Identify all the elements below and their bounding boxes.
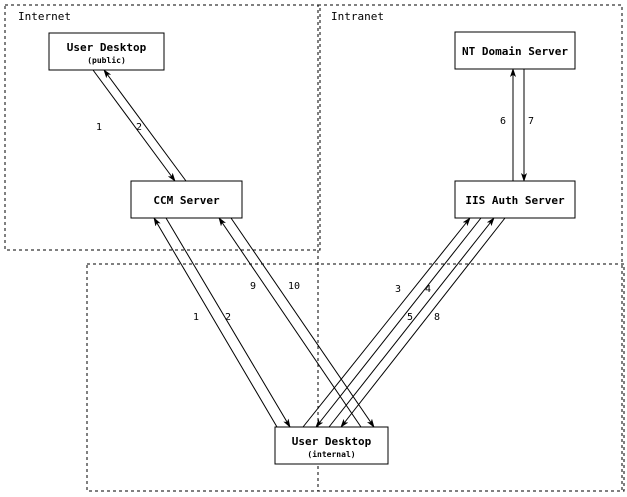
flow-label-f2: 2 [136, 122, 142, 133]
node-subtitle-user-desktop-internal: (internal) [307, 449, 355, 459]
flow-label-f2b: 2 [225, 312, 231, 323]
node-box-iis-auth-server[interactable] [454, 180, 576, 219]
node-box-ccm-server[interactable] [130, 180, 243, 219]
flow-arrow-2-ccm-server-to-user-desktop-public [103, 69, 187, 182]
zone-boundaries: Internet Intranet [4, 4, 625, 492]
flow-arrow-10-ccm-server-to-user-desktop-internal [230, 217, 375, 428]
node-title-user-desktop-public: User Desktop [67, 41, 147, 54]
zone-label-intranet: Intranet [331, 10, 384, 23]
flow-label-f7: 7 [528, 116, 534, 127]
flow-arrow-8-iis-auth-server-to-user-desktop-internal [340, 217, 506, 428]
node-box-user-desktop-public[interactable] [48, 32, 165, 71]
node-nt-domain-server[interactable]: NT Domain Server [454, 31, 576, 70]
flow-arrow-3-user-desktop-internal-to-iis-auth-server [302, 217, 471, 428]
node-user-desktop-public[interactable]: User Desktop(public) [48, 32, 165, 71]
zone-overlap-mask [320, 252, 322, 262]
flow-label-f1b: 1 [193, 312, 199, 323]
flow-label-f9: 9 [250, 281, 256, 292]
node-title-user-desktop-internal: User Desktop [292, 435, 372, 448]
zone-boundary-internet [4, 4, 321, 251]
flow-label-f3: 3 [395, 284, 401, 295]
flow-arrow-2-ccm-server-to-user-desktop-internal [165, 217, 291, 428]
flow-arrow-5-user-desktop-internal-to-iis-auth-server [328, 217, 495, 428]
zone-label-internet: Internet [18, 10, 71, 23]
node-box-user-desktop-internal[interactable] [274, 426, 389, 465]
node-iis-auth-server[interactable]: IIS Auth Server [454, 180, 576, 219]
flow-label-f8: 8 [434, 312, 440, 323]
flow-arrow-9-user-desktop-internal-to-ccm-server [218, 217, 362, 428]
node-title-ccm-server: CCM Server [153, 194, 220, 207]
flow-label-f6: 6 [500, 116, 506, 127]
node-ccm-server[interactable]: CCM Server [130, 180, 243, 219]
zone-internet: Internet [4, 4, 321, 251]
zone-internal [86, 263, 625, 492]
flow-label-f10: 10 [288, 281, 300, 292]
node-box-nt-domain-server[interactable] [454, 31, 576, 70]
flow-arrow-1-user-desktop-public-to-ccm-server [92, 69, 176, 182]
flow-arrows [92, 68, 527, 428]
flow-label-f4: 4 [425, 284, 431, 295]
node-title-iis-auth-server: IIS Auth Server [465, 194, 565, 207]
node-user-desktop-internal[interactable]: User Desktop(internal) [274, 426, 389, 465]
node-title-nt-domain-server: NT Domain Server [462, 45, 568, 58]
flow-arrow-4-iis-auth-server-to-user-desktop-internal [315, 217, 482, 428]
node-subtitle-user-desktop-public: (public) [87, 55, 126, 65]
flow-arrow-1-user-desktop-internal-to-ccm-server [153, 217, 278, 428]
flow-number-labels: 1 2 6 7 1 2 9 10 3 4 5 8 [96, 116, 534, 323]
zone-boundary-internal [86, 263, 625, 492]
flow-label-f1: 1 [96, 122, 102, 133]
flow-label-f5: 5 [407, 312, 413, 323]
